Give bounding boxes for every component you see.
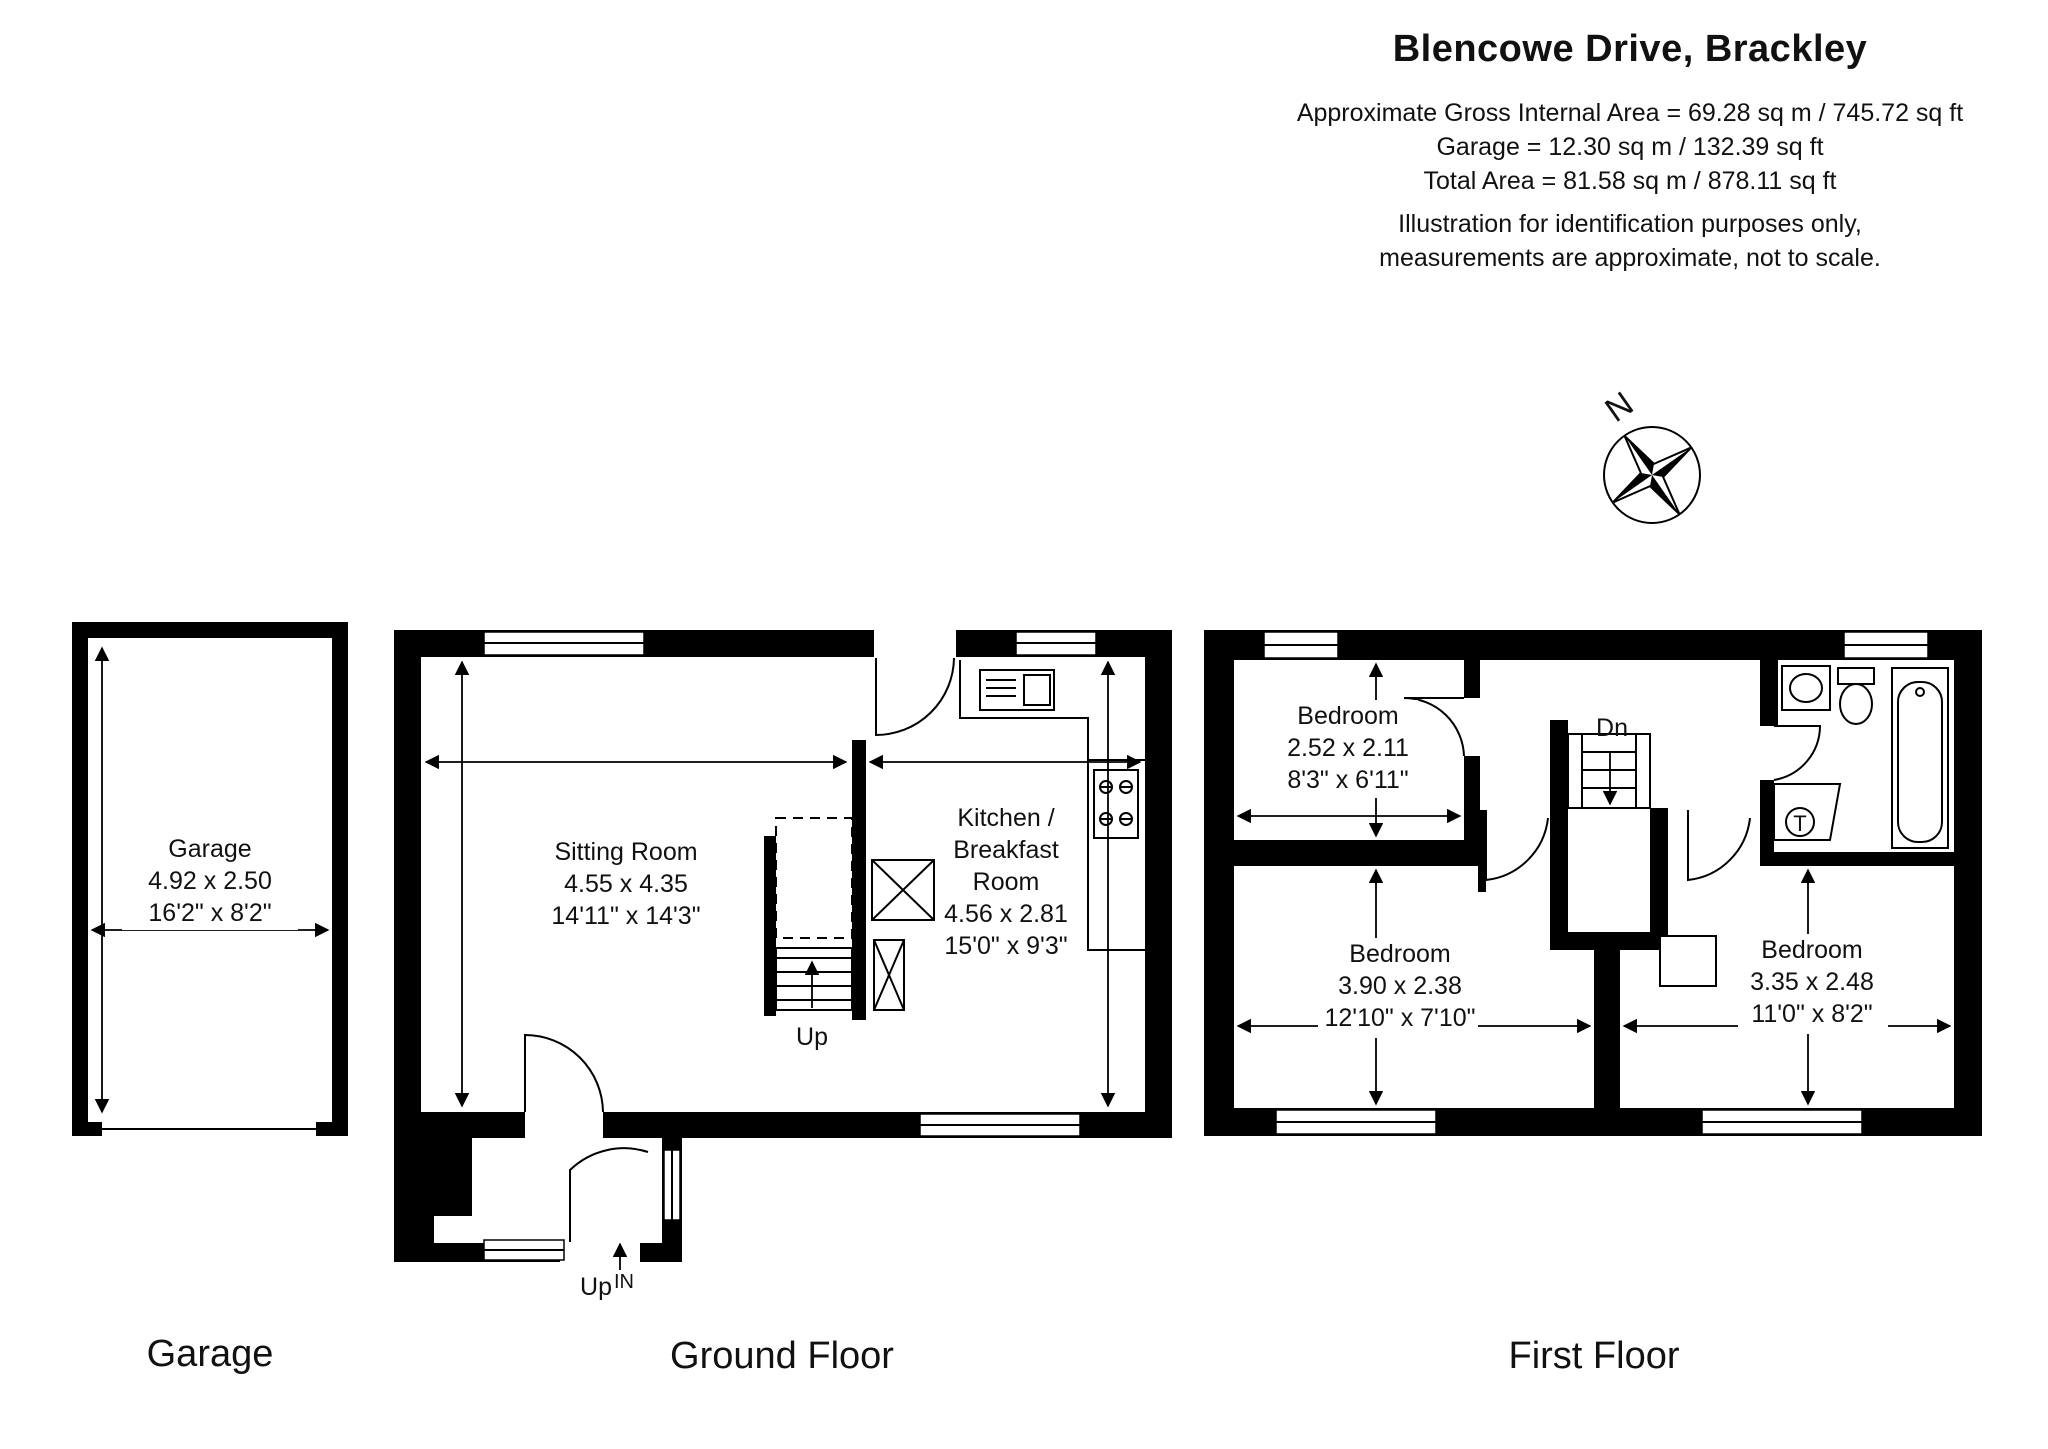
small-bedroom-door-swing	[1403, 697, 1465, 757]
sitting-room-metric: 4.55 x 4.35	[564, 870, 688, 898]
disclaimer-line-2: measurements are approximate, not to sca…	[1379, 244, 1881, 272]
front-door-swing	[569, 1147, 649, 1242]
left-bedroom-name: Bedroom	[1349, 940, 1450, 968]
stair-wall	[764, 836, 776, 1016]
kitchen-hob	[1093, 769, 1139, 839]
first-floor-plan: Dn T Bedroom 2.52 x 2.11 8'3" x 6'11" Be…	[1204, 630, 1982, 1136]
left-bedroom-door-swing	[1485, 810, 1549, 882]
front-door-opening	[560, 1236, 640, 1266]
garage-floor-label: Garage	[147, 1333, 274, 1375]
right-bedroom-name: Bedroom	[1761, 936, 1862, 964]
total-area: Total Area = 81.58 sq m / 878.11 sq ft	[1423, 167, 1837, 195]
gross-internal-area: Approximate Gross Internal Area = 69.28 …	[1296, 99, 1964, 127]
small-bedroom-name: Bedroom	[1297, 702, 1398, 730]
small-bedroom-imperial: 8'3" x 6'11"	[1287, 766, 1408, 794]
kitchen-door-opening	[868, 628, 956, 659]
hot-water-tank	[1785, 807, 1815, 837]
plan-title: Blencowe Drive, Brackley	[1392, 28, 1868, 70]
toilet-cistern	[1837, 667, 1875, 685]
hall-doorway	[525, 1110, 603, 1142]
kitchen-name-line-1: Kitchen /	[957, 804, 1054, 832]
right-bedroom-imperial: 11'0" x 8'2"	[1751, 1000, 1872, 1028]
right-bedroom-metric: 3.35 x 2.48	[1750, 968, 1874, 996]
kitchen-name-line-2: Breakfast	[953, 836, 1059, 864]
left-bedroom-imperial: 12'10" x 7'10"	[1324, 1004, 1475, 1032]
landing-cupboard	[1659, 935, 1717, 987]
stairwell-bottom-wall	[1550, 932, 1668, 950]
bathroom-left-wall-top	[1760, 660, 1778, 726]
right-bedroom-door-swing	[1687, 810, 1751, 882]
stair-upper-flight	[775, 817, 853, 939]
sitting-room-name: Sitting Room	[554, 838, 697, 866]
garage-imperial: 16'2" x 8'2"	[148, 899, 271, 927]
ground-floor-plan: Up Up IN Sitting Room 4.55 x 4.35 14'11"…	[394, 628, 1172, 1301]
kitchen-metric: 4.56 x 2.81	[944, 900, 1068, 928]
left-bedroom-metric: 3.90 x 2.38	[1338, 972, 1462, 1000]
sitting-door-swing	[524, 1033, 604, 1113]
bathroom-door-swing	[1773, 725, 1822, 781]
kitchen-door-swing	[875, 657, 955, 737]
small-bedroom-right-wall-top	[1464, 660, 1480, 698]
stairwell-right-wall	[1650, 808, 1668, 950]
bathroom-bottom-wall	[1760, 852, 1954, 866]
sitting-room-imperial: 14'11" x 14'3"	[551, 902, 700, 930]
toilet	[1839, 683, 1873, 725]
small-bedroom-bottom-wall	[1234, 840, 1478, 866]
entrance-up-label: Up	[580, 1273, 612, 1301]
stairwell-left-wall	[1550, 720, 1568, 950]
kitchen-imperial: 15'0" x 9'3"	[944, 932, 1067, 960]
garage-metric: 4.92 x 2.50	[148, 867, 272, 895]
small-bedroom-metric: 2.52 x 2.11	[1287, 734, 1409, 762]
compass-north-label: N	[1598, 385, 1640, 430]
first-floor-label: First Floor	[1509, 1335, 1680, 1377]
kitchen-worktop-side	[1087, 760, 1145, 951]
entrance-in-label: IN	[614, 1271, 634, 1293]
garage-room-name: Garage	[168, 835, 251, 863]
disclaimer-line-1: Illustration for identification purposes…	[1398, 210, 1862, 238]
ground-floor-label: Ground Floor	[670, 1335, 894, 1377]
bathroom-left-wall-bottom	[1760, 780, 1774, 866]
bedroom-divider-wall	[1594, 944, 1620, 1108]
kitchen-name-line-3: Room	[973, 868, 1040, 896]
small-bedroom-right-wall-bottom	[1464, 756, 1480, 866]
garage-plan: Garage 4.92 x 2.50 16'2" x 8'2"	[72, 622, 348, 1138]
compass-rose: N	[1598, 385, 1701, 524]
stair-up-label: Up	[796, 1023, 828, 1051]
garage-area: Garage = 12.30 sq m / 132.39 sq ft	[1436, 133, 1824, 161]
tank-label: T	[1793, 811, 1806, 836]
stair-down-label: Dn	[1596, 714, 1628, 742]
compass-star	[1611, 434, 1693, 516]
